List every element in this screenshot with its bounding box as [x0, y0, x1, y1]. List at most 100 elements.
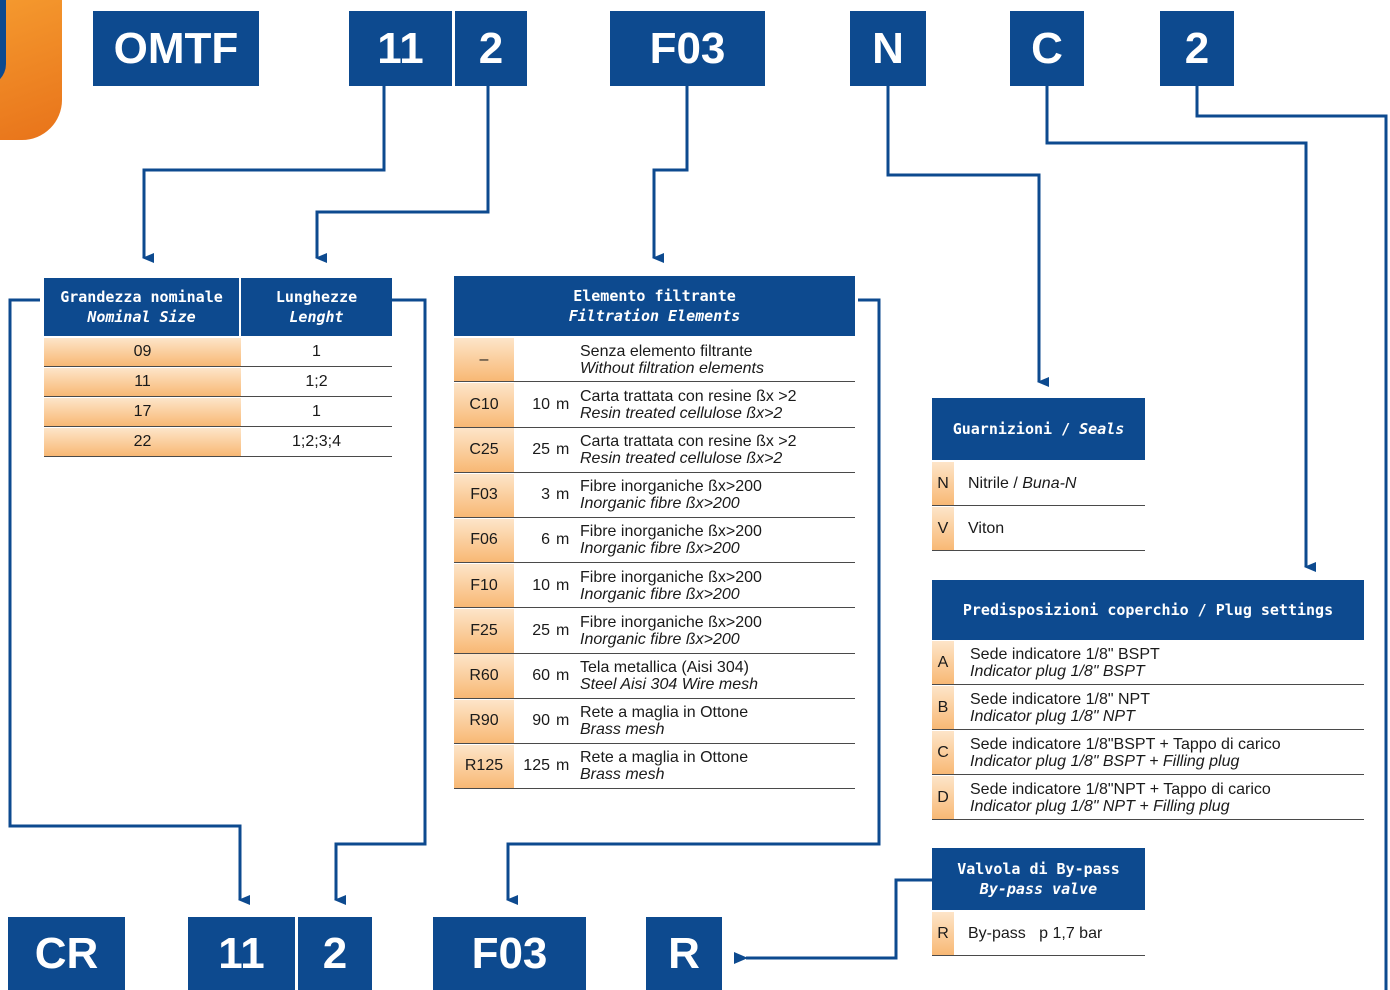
- element-desc-it: Fibre inorganiche ßx>200: [580, 478, 762, 496]
- element-unit: m: [556, 757, 570, 775]
- code-series: OMTF: [93, 11, 259, 86]
- length-connector: [315, 86, 490, 263]
- plug-desc-it: Sede indicatore 1/8"BSPT + Tappo di cari…: [970, 735, 1281, 753]
- element-desc-en: Inorganic fibre ßx>200: [580, 630, 740, 648]
- bypass-header-it: Valvola di By-pass: [957, 860, 1120, 878]
- element-desc-en: Brass mesh: [580, 721, 665, 739]
- code-divider: [452, 11, 455, 86]
- seal-code: V: [932, 507, 954, 550]
- seal-desc: Viton: [954, 520, 1004, 538]
- plug-code: B: [932, 686, 954, 729]
- size-cell: 09: [44, 338, 241, 366]
- element-code: C10: [454, 383, 514, 427]
- plug-row-rule: [932, 774, 1364, 775]
- bypass-connector: [734, 878, 932, 964]
- element-desc-it: Rete a maglia in Ottone: [580, 749, 749, 767]
- brand-logo: [0, 0, 62, 140]
- size-header: Grandezza nominale Nominal Size: [44, 278, 239, 336]
- seal-desc-en: Buna-N: [1022, 474, 1077, 492]
- bottom-code-length: 2: [298, 917, 372, 990]
- plug-code: C: [932, 731, 954, 774]
- element-desc-it: Rete a maglia in Ottone: [580, 704, 749, 722]
- length-down-connector: [334, 298, 427, 905]
- element-desc-en: Inorganic fibre ßx>200: [580, 495, 740, 513]
- plug-header-text: Predisposizioni coperchio / Plug setting…: [962, 601, 1334, 619]
- plug-desc-en: Indicator plug 1/8" BSPT: [970, 662, 1145, 680]
- element-header: Elemento filtrante Filtration Elements: [454, 276, 855, 336]
- length-header-it: Lunghezze: [275, 288, 358, 306]
- element-unit: m: [556, 441, 570, 459]
- element-micron: 6: [541, 531, 550, 549]
- element-row-rule: [454, 517, 855, 518]
- code-length: 2: [455, 11, 527, 86]
- element-code: F25: [454, 609, 514, 653]
- code-seal: N: [850, 11, 926, 86]
- seal-desc: Nitrile / Buna-N: [954, 475, 1076, 493]
- element-unit: m: [556, 621, 570, 639]
- element-desc-it: Carta trattata con resine ßx >2: [580, 387, 797, 405]
- seal-row: V Viton: [932, 507, 1145, 550]
- element-desc-it: Senza elemento filtrante: [580, 342, 753, 360]
- element-row-rule: [454, 471, 855, 473]
- element-desc-en: Resin treated cellulose ßx>2: [580, 404, 783, 422]
- seal-desc-it: Viton: [968, 519, 1005, 537]
- element-desc-en: Resin treated cellulose ßx>2: [580, 450, 783, 468]
- length-cell: 1: [312, 343, 321, 360]
- bottom-code-divider: [295, 917, 298, 990]
- element-micron: 10: [532, 576, 550, 594]
- element-micron: 90: [532, 712, 550, 730]
- code-element: F03: [610, 11, 765, 86]
- plug-desc-it: Sede indicatore 1/8"NPT + Tappo di caric…: [970, 780, 1271, 798]
- element-desc-it: Tela metallica (Aisi 304): [580, 659, 749, 677]
- element-code: F06: [454, 518, 514, 563]
- element-unit: m: [556, 576, 570, 594]
- element-desc-it: Carta trattata con resine ßx >2: [580, 433, 797, 451]
- seals-header-en: Seals: [1079, 420, 1125, 438]
- plug-desc-en: Indicator plug 1/8" NPT + Filling plug: [970, 797, 1230, 815]
- element-row-rule: [454, 743, 855, 744]
- element-micron: 25: [532, 441, 550, 459]
- plug-row-rule: [932, 819, 1364, 820]
- element-desc-en: Inorganic fibre ßx>200: [580, 540, 740, 558]
- plug-header: Predisposizioni coperchio / Plug setting…: [932, 580, 1364, 640]
- bypass-header: Valvola di By-pass By-pass valve: [932, 848, 1145, 910]
- plug-connector: [1045, 86, 1316, 572]
- element-desc-it: Fibre inorganiche ßx>200: [580, 568, 762, 586]
- element-code: –: [454, 338, 514, 382]
- bypass-header-en: By-pass valve: [979, 880, 1098, 898]
- size-cell: 17: [44, 398, 241, 426]
- seal-connector: [886, 86, 1049, 387]
- element-row-rule: [454, 652, 855, 654]
- seals-header-it: Guarnizioni: [952, 420, 1053, 438]
- element-desc: Tela metallica (Aisi 304)Steel Aisi 304 …: [574, 659, 758, 693]
- seal-code: N: [932, 462, 954, 505]
- element-desc-it: Fibre inorganiche ßx>200: [580, 523, 762, 541]
- bottom-code-series: CR: [8, 917, 125, 990]
- element-row-rule: [454, 697, 855, 699]
- size-row-rule: [44, 366, 392, 367]
- element-desc-en: Without filtration elements: [580, 359, 764, 377]
- element-unit: m: [556, 531, 570, 549]
- seals-header: Guarnizioni / Seals: [932, 398, 1145, 460]
- size-row-rule: [44, 456, 392, 457]
- element-desc-en: Inorganic fibre ßx>200: [580, 585, 740, 603]
